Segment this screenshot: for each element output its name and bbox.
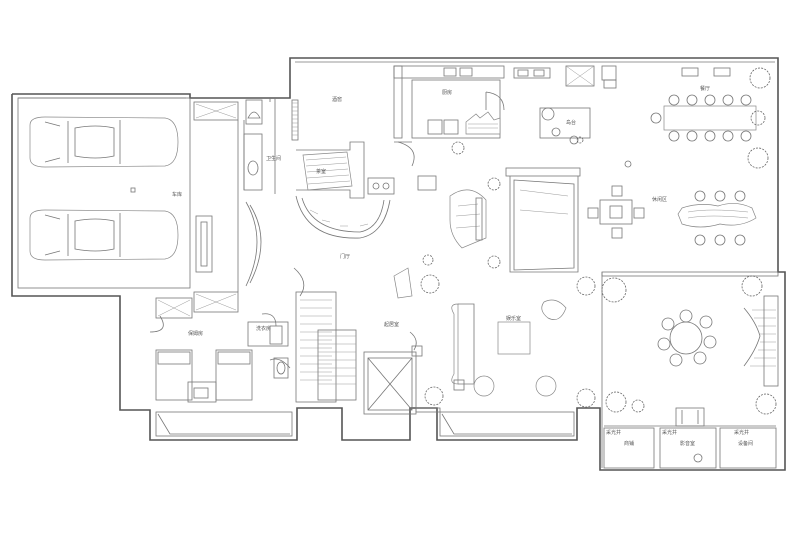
wine-cellar: 酒窖 茶室 [296, 96, 437, 199]
entertainment-label: 娱乐室 [506, 315, 521, 322]
laundry-label: 洗衣房 [256, 325, 271, 332]
living-label: 起居室 [384, 321, 399, 328]
kitchen: 厨房 [393, 65, 505, 167]
garage-label: 车库 [172, 191, 182, 198]
equipment-label: 设备间 [738, 440, 753, 447]
leisure-label: 休闲区 [652, 196, 667, 203]
dining: 餐厅 [650, 67, 771, 169]
wine-cellar-label: 酒窖 [332, 96, 342, 103]
piano-room [505, 167, 581, 273]
tea-room-label: 茶室 [316, 168, 326, 175]
nanny-label: 保姆房 [188, 330, 203, 337]
lobby-label: 门厅 [340, 253, 350, 260]
movie-label: 影音室 [680, 440, 695, 447]
dining-label: 餐厅 [700, 85, 710, 92]
window-wells [155, 407, 575, 437]
garage: 车库 [17, 97, 191, 289]
storage-room: 卫生间 [193, 98, 281, 313]
lounge-chairs [694, 190, 746, 246]
shop-rooms: 商铺 影音室 设备间 采光井 采光井 采光井 [603, 427, 777, 469]
misc-plants [422, 136, 584, 269]
shop-label: 商铺 [624, 440, 634, 447]
car-top [29, 116, 179, 168]
nanny-room: 保姆房 洗衣房 [149, 297, 291, 403]
lobby: 门厅 [295, 189, 487, 260]
leisure-right [601, 271, 779, 468]
island-label: 岛台 [566, 119, 576, 126]
leisure-area: 休闲区 [587, 160, 757, 246]
living-room: 起居室 娱乐室 [384, 267, 596, 408]
window-well-2: 采光井 [662, 429, 677, 436]
dining-chairs [650, 94, 752, 142]
island: 岛台 [513, 65, 617, 145]
powder-label: 卫生间 [266, 155, 281, 162]
window-well-1: 采光井 [606, 429, 621, 436]
stair-core [293, 267, 417, 415]
window-well-3: 采光井 [734, 429, 749, 436]
window-hatching [291, 99, 299, 141]
car-bottom [29, 209, 179, 261]
kitchen-label: 厨房 [442, 89, 452, 96]
